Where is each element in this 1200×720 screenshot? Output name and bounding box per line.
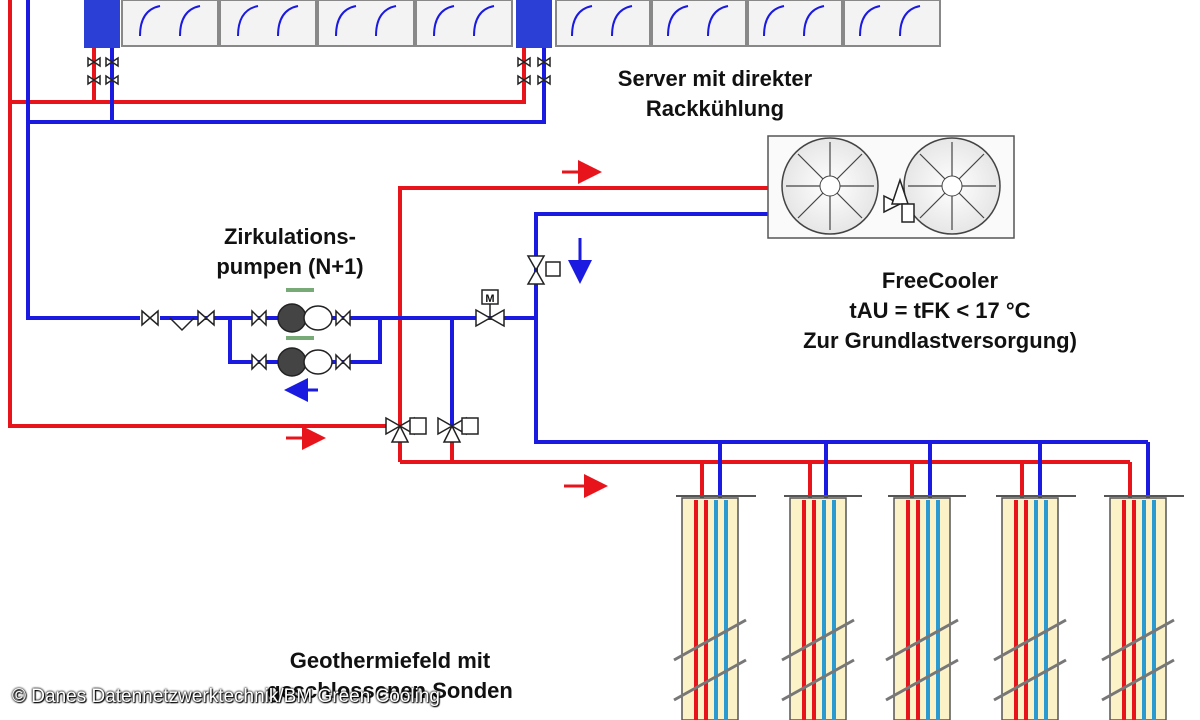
pumps-label-line1: Zirkulations- (223, 224, 356, 249)
ground-probe (993, 497, 1067, 720)
freecooler-unit (767, 135, 1015, 239)
cold-rack-collector (28, 48, 546, 124)
three-way-valve-mix (437, 416, 479, 443)
server-racks (84, 0, 941, 48)
rack-cooler-right (516, 0, 552, 48)
freecooler-label-line1: FreeCooler (881, 268, 999, 293)
freecooler-label: FreeCooler tAU = tFK < 17 °C Zur Grundla… (740, 266, 1140, 356)
motor-valve-badge: M (485, 293, 494, 305)
geothermal-label: Geothermiefeld mit geschlossenen Sonden (230, 646, 550, 706)
rack-row-right (555, 0, 941, 47)
rack-cooler-left (84, 0, 120, 48)
ground-probe (885, 497, 959, 720)
ground-probe (1101, 497, 1175, 720)
copyright-notice: © Danes Datennetzwerktechnik/BM Green Co… (12, 686, 440, 707)
valve-rack-right (517, 56, 551, 86)
ground-probe (673, 497, 747, 720)
freecooler-label-line3: Zur Grundlastversorgung) (803, 328, 1077, 353)
freecooler-control-valve (526, 255, 561, 285)
server-label-line2: Rackkühlung (645, 96, 785, 121)
server-label: Server mit direkter Rackkühlung (590, 64, 840, 124)
pumps-label-line2: pumpen (N+1) (216, 254, 364, 279)
warm-rack-collector (10, 48, 526, 104)
fan-icon (781, 137, 879, 235)
server-label-line1: Server mit direkter (617, 66, 813, 91)
warm-pipes (8, 0, 1132, 500)
rack-row-left (121, 0, 513, 47)
valve-rack-left (87, 56, 119, 86)
warm-main-left (8, 0, 400, 428)
pumps-label: Zirkulations- pumpen (N+1) (180, 222, 400, 282)
pump-standby (251, 336, 351, 377)
strainer (169, 317, 195, 332)
ground-probe (781, 497, 855, 720)
cold-main-left (26, 0, 140, 320)
circulation-pumps (251, 288, 351, 377)
valves (87, 56, 561, 443)
freecooler-valve (883, 177, 915, 223)
rack-airflow-arrows (139, 5, 921, 37)
geothermal-label-line1: Geothermiefeld mit (289, 648, 491, 673)
three-way-valve-warm (385, 416, 427, 443)
fan-icon (903, 137, 1001, 235)
freecooler-label-line2: tAU = tFK < 17 °C (849, 298, 1031, 323)
motor-valve (475, 289, 505, 328)
flow-arrows (284, 160, 608, 498)
geothermal-field (673, 495, 1184, 720)
cold-freecooler-line (534, 212, 1148, 444)
pump-primary (251, 288, 351, 333)
shutoff-valve-2 (197, 309, 215, 327)
warm-riser (398, 186, 780, 462)
geothermal-label-line2: geschlossenen Sonden (267, 678, 513, 703)
shutoff-valve-1 (141, 309, 159, 327)
